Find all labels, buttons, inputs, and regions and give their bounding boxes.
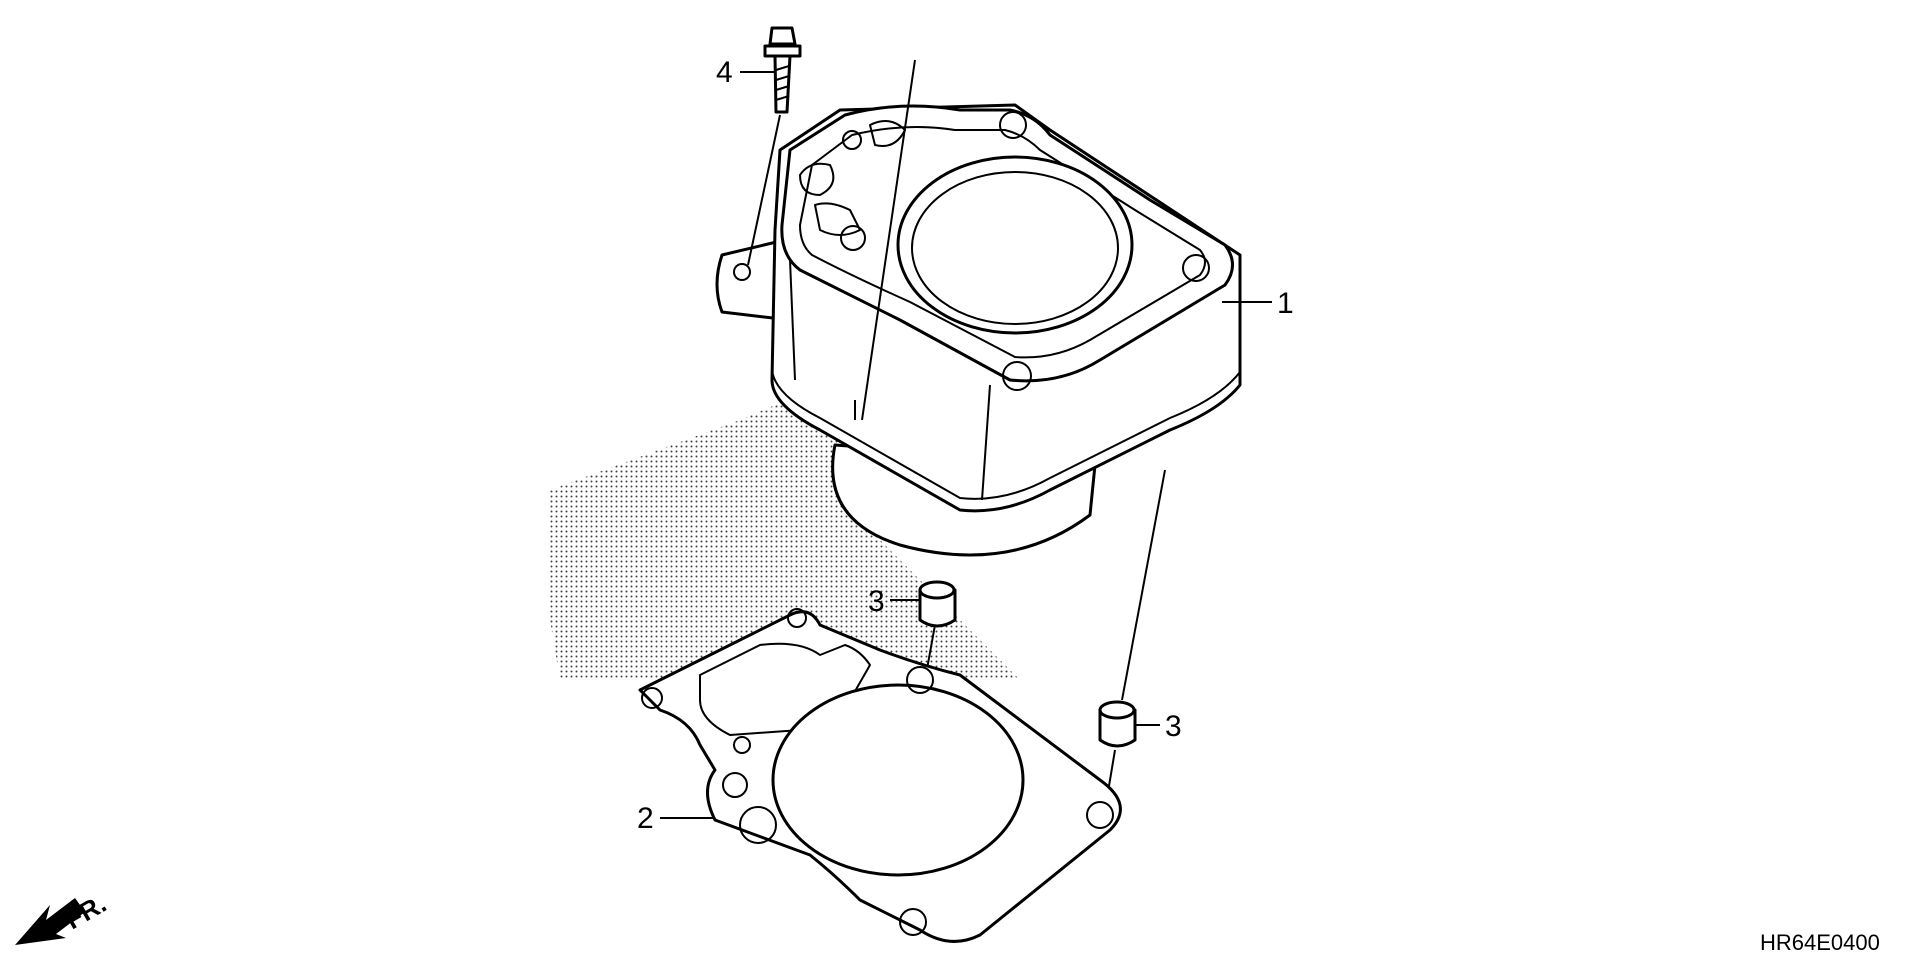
front-direction-indicator: FR. [15, 888, 111, 945]
cylinder-guide-line [861, 59, 916, 421]
bolt-guide-line [747, 114, 781, 266]
callout-2[interactable]: 2 [637, 802, 654, 835]
callout-1[interactable]: 1 [1277, 287, 1294, 320]
flange-bolt-part[interactable] [763, 26, 802, 114]
dowel-pin-lower-part[interactable] [1098, 700, 1137, 748]
cylinder-base-gasket-part[interactable] [638, 608, 1122, 943]
cylinder-part[interactable] [715, 103, 1242, 557]
callout-3-upper[interactable]: 3 [868, 585, 885, 618]
diagram-code: HR64E0400 [1760, 930, 1880, 955]
callout-4[interactable]: 4 [716, 56, 733, 89]
callout-3-lower[interactable]: 3 [1165, 710, 1182, 743]
dowel-pin-upper-part[interactable] [918, 580, 957, 628]
front-label: FR. [60, 888, 111, 935]
front-arrow-icon [15, 898, 85, 945]
dowel-lower-guide-line [1121, 469, 1166, 701]
